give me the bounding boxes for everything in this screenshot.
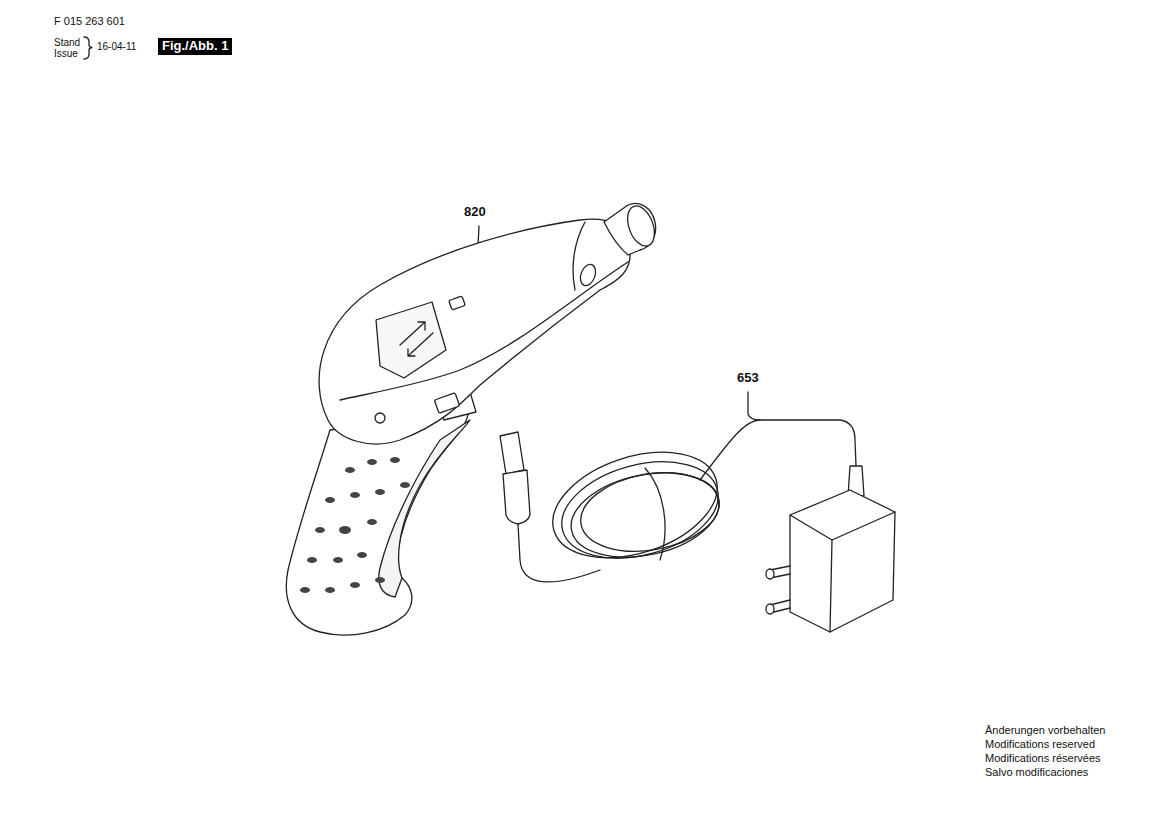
header-label: Stand — [54, 37, 80, 49]
figure-tag: Fig./Abb. 1 — [158, 38, 232, 55]
handle-front — [379, 420, 470, 597]
callout-number: 820 — [464, 205, 486, 220]
grip-dots — [300, 457, 410, 593]
cord — [700, 420, 760, 480]
issue-date: 16-04-11 — [97, 41, 136, 53]
callout-number: 653 — [737, 371, 759, 386]
direction-switch — [376, 302, 446, 378]
part-number: F 015 263 601 — [54, 15, 125, 28]
screw — [375, 413, 385, 423]
cord-coil — [539, 433, 730, 577]
body — [319, 219, 630, 444]
led — [578, 262, 599, 287]
cord-tie — [645, 468, 665, 560]
note: Änderungen vorbehalten — [985, 724, 1105, 737]
usb-body — [503, 470, 530, 524]
adapter — [790, 490, 895, 632]
switch-arrows — [400, 322, 433, 356]
header-brace — [84, 37, 92, 59]
note: Modifications réservées — [985, 752, 1101, 765]
chuck-face — [623, 202, 660, 250]
slider — [434, 393, 459, 414]
plug-pin-tip — [766, 604, 774, 614]
indicator — [449, 296, 466, 310]
usb-plug — [500, 432, 524, 474]
note: Modifications reserved — [985, 738, 1095, 751]
cord-coil — [551, 446, 729, 574]
cord-coil — [574, 462, 725, 561]
screwdriver — [286, 202, 659, 635]
note: Salvo modificaciones — [985, 766, 1088, 779]
header-label: Issue — [54, 48, 78, 60]
plug-pin-tip — [766, 569, 774, 579]
usb-charger — [500, 420, 895, 632]
leader-line — [748, 392, 856, 466]
adapter-edge — [790, 512, 895, 632]
body-seam — [340, 262, 628, 400]
